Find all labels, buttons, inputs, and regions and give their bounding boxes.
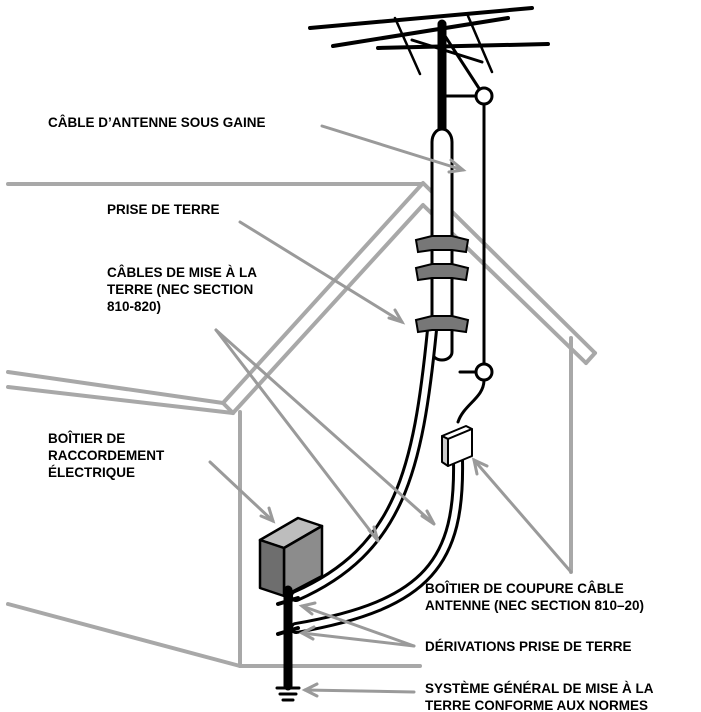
antenna: [308, 6, 550, 135]
label-antenna-discharge-unit: BOÎTIER DE COUPURE CÂBLE ANTENNE (NEC SE…: [425, 581, 645, 613]
label-electric-service-box: BOÎTIER DE RACCORDEMENT ÉLECTRIQUE: [48, 431, 165, 480]
lead-in-wire: [456, 102, 486, 424]
ground-clamps-mast: [414, 235, 470, 334]
grounding-conductors: [290, 324, 465, 634]
label-power-grounding-system: SYSTÈME GÉNÉRAL DE MISE À LA TERRE CONFO…: [425, 681, 654, 712]
label-grounding-conductors: CÂBLES DE MISE À LA TERRE (NEC SECTION 8…: [107, 265, 258, 314]
ground-electrode: [275, 585, 301, 702]
antenna-discharge-unit-box: [441, 425, 473, 467]
label-antenna-cable: CÂBLE D’ANTENNE SOUS GAINE: [48, 115, 266, 130]
electric-service-box: [258, 516, 324, 598]
upper-standoff-ring: [474, 86, 494, 106]
callout-arrows: [208, 124, 573, 698]
label-ground-clamps: DÉRIVATIONS PRISE DE TERRE: [425, 639, 632, 654]
lower-standoff-ring: [474, 362, 494, 382]
house-outline: [6, 181, 597, 668]
label-ground-clamp: PRISE DE TERRE: [107, 202, 220, 217]
